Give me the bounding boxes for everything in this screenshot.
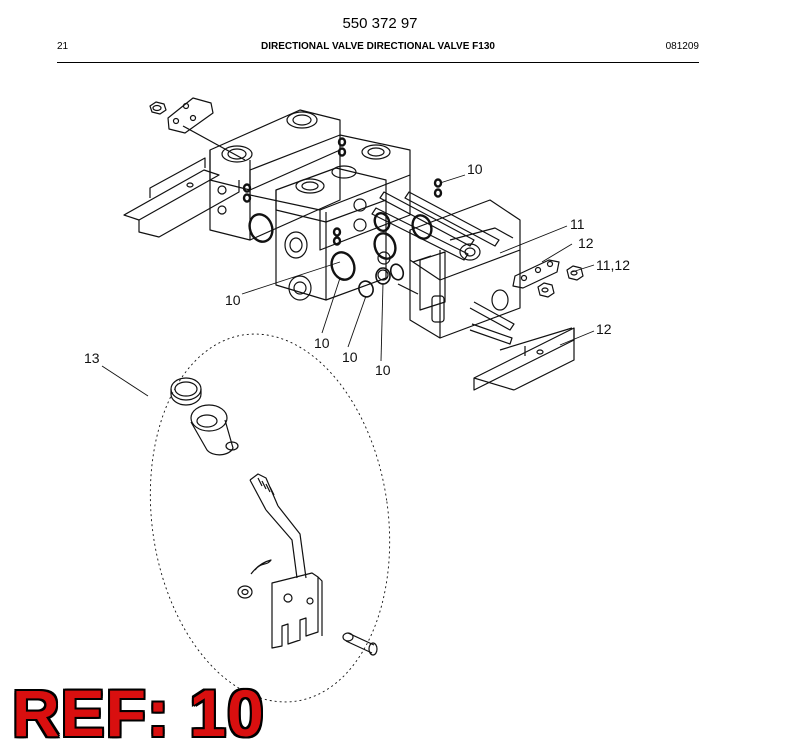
pin: [342, 632, 378, 656]
end-cover: [409, 199, 521, 339]
ref-label: REF: 10: [12, 676, 265, 750]
lever-kit: [149, 333, 391, 703]
callout-11: 11: [570, 216, 585, 232]
callout-labels: 10 11 12 11,12 12 10 10 10 10 13: [84, 161, 630, 378]
end-plate: [512, 259, 584, 298]
callout-12-plate: 12: [578, 235, 594, 251]
callout-12-bracket: 12: [596, 321, 612, 337]
lever-fork: [271, 572, 323, 649]
valve-section-front: [275, 167, 391, 301]
callout-13: 13: [84, 350, 100, 366]
clip: [250, 559, 272, 575]
washer: [237, 585, 253, 599]
callout-11-12: 11,12: [596, 257, 630, 273]
header-row: 21 DIRECTIONAL VALVE DIRECTIONAL VALVE F…: [57, 41, 699, 55]
leader-lines: [101, 174, 595, 397]
document-title: DIRECTIONAL VALVE DIRECTIONAL VALVE F130: [261, 41, 495, 52]
callout-10-lower: 10: [342, 349, 358, 365]
header-rule: [57, 62, 699, 63]
top-plate: [149, 97, 246, 161]
kit-outline: [149, 333, 391, 703]
callout-10-left: 10: [225, 292, 241, 308]
date-code: 081209: [665, 41, 699, 52]
lever-shaft: [249, 473, 307, 579]
left-bracket: [123, 157, 240, 238]
callout-10-bottom: 10: [375, 362, 391, 378]
page-number: 21: [57, 41, 69, 52]
callout-10-mid: 10: [314, 335, 330, 351]
part-number: 550 372 97: [342, 15, 418, 32]
knob-cap: [170, 377, 202, 406]
valve-assembly: [101, 97, 595, 397]
knob: [190, 404, 239, 456]
callout-10-top: 10: [467, 161, 483, 177]
right-bracket: [473, 327, 575, 391]
small-seals: [358, 263, 405, 298]
